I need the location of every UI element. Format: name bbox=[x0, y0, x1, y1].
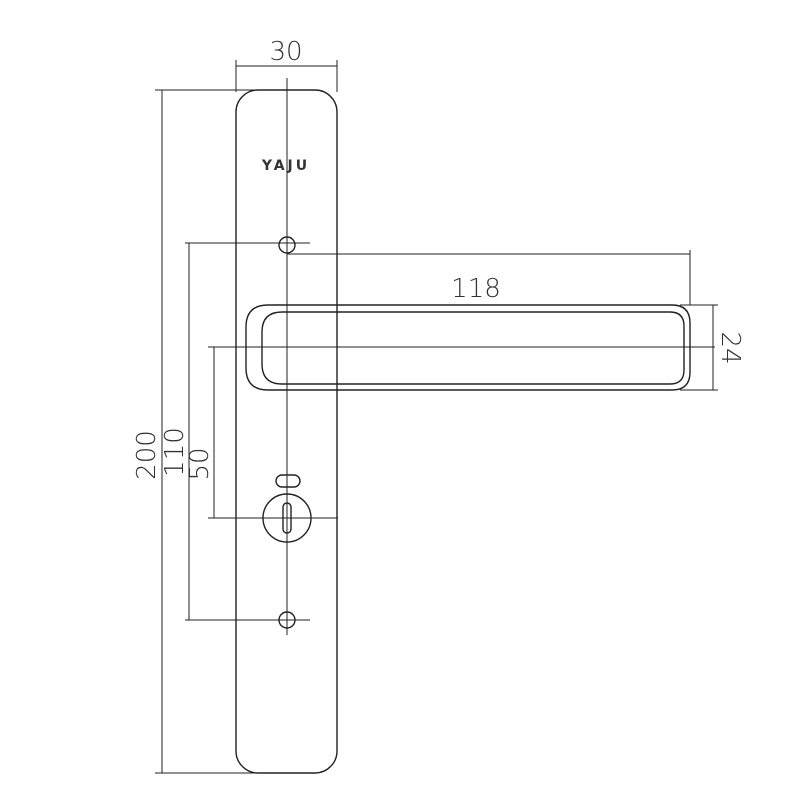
dim-118-label: 118 bbox=[451, 274, 501, 304]
privacy-indicator bbox=[275, 474, 301, 488]
brand-label: YAJU bbox=[261, 158, 310, 174]
lever-inner-outline bbox=[261, 311, 685, 385]
dim-24-label: 24 bbox=[715, 331, 745, 364]
dim-200-label: 200 bbox=[132, 430, 162, 480]
lever-outer-outline bbox=[245, 304, 691, 391]
dim-50-label: 50 bbox=[185, 447, 215, 480]
top-screw-hole bbox=[278, 236, 296, 254]
dim-30-label: 30 bbox=[269, 37, 302, 67]
dim-110-label: 110 bbox=[160, 427, 190, 477]
